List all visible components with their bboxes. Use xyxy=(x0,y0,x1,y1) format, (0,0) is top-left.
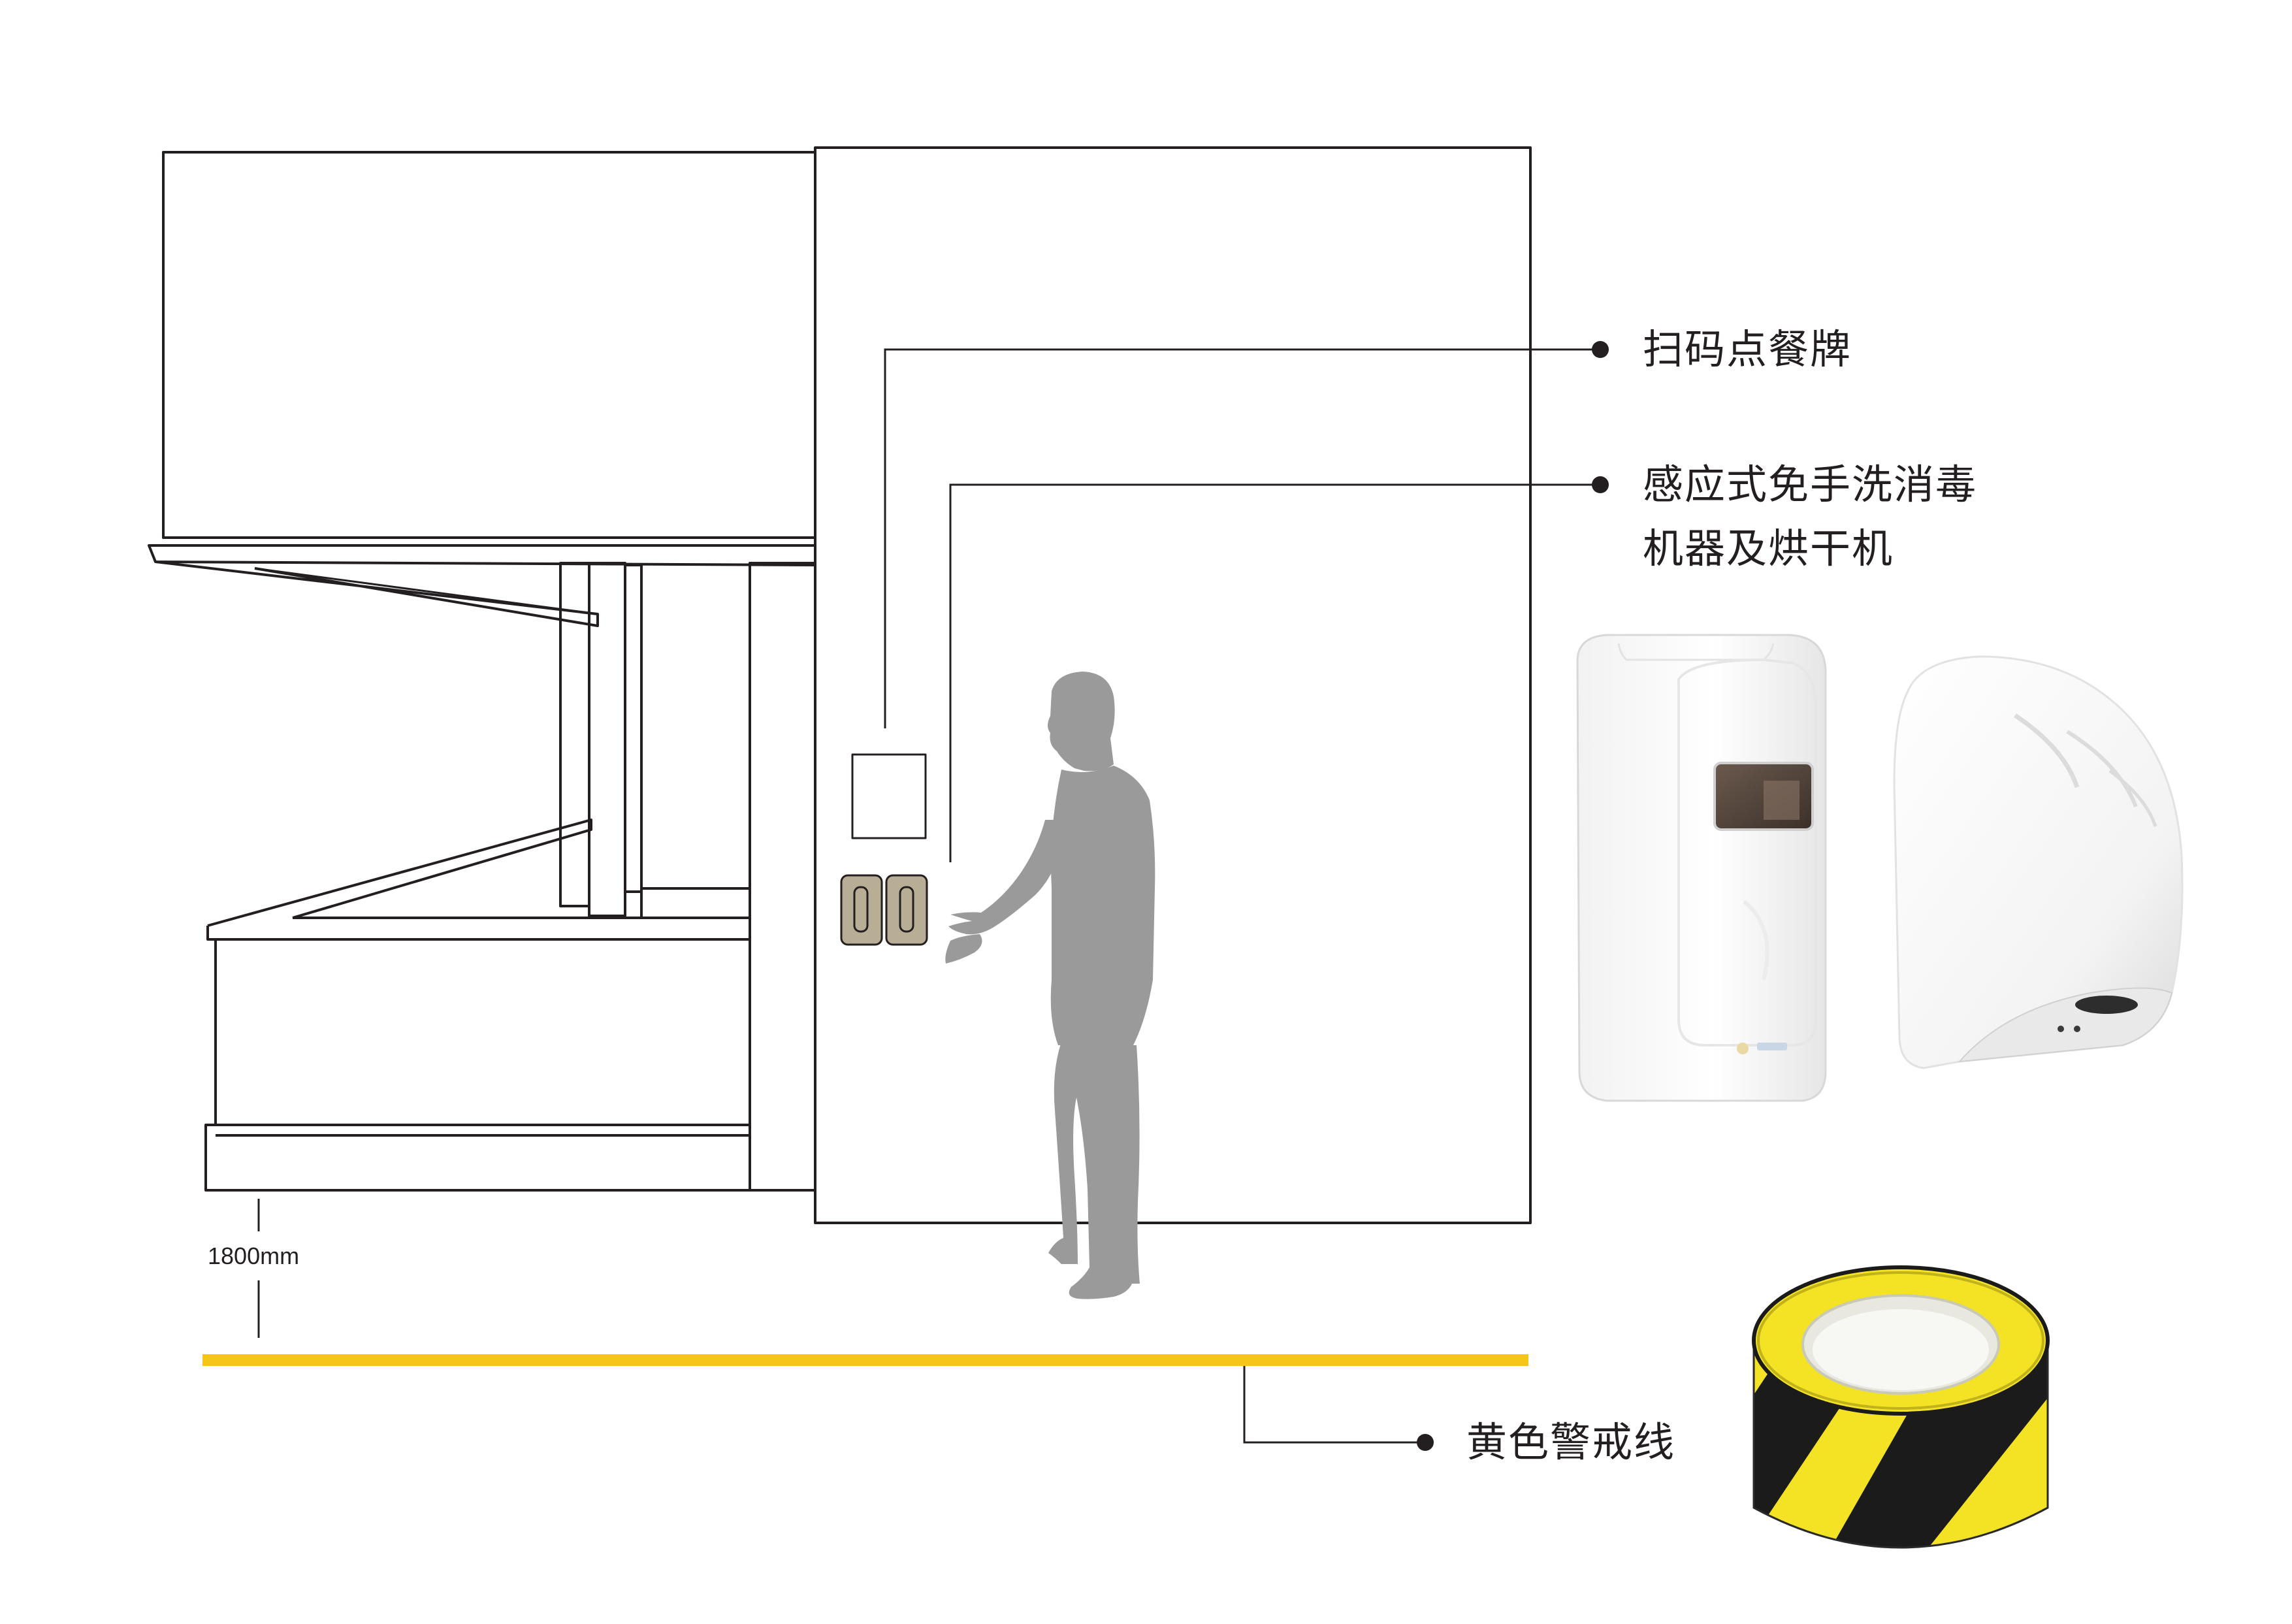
leader-sanitizer xyxy=(949,483,1595,862)
kiosk-post-left xyxy=(559,562,590,907)
kiosk-canopy-underside xyxy=(155,560,599,627)
leader-qr-menu xyxy=(884,348,1595,728)
kiosk-upper-box xyxy=(162,151,816,539)
qr-menu-plate xyxy=(851,753,927,839)
person-silhouette-icon xyxy=(945,672,1155,1299)
leader-warning-line xyxy=(1243,1362,1423,1444)
dispenser-unit-right xyxy=(885,874,928,946)
bullet-icon xyxy=(1592,476,1609,493)
sanitizer-dispenser-icon xyxy=(1576,634,1827,1102)
label-sanitizer-line1: 感应式免手洗消毒 xyxy=(1643,461,1978,508)
kiosk-counter-body xyxy=(214,938,751,1126)
kiosk-post-right xyxy=(749,562,816,1192)
warning-floor-line xyxy=(202,1354,1528,1366)
callout-leaders xyxy=(884,348,1595,1444)
kiosk-counter-plinth xyxy=(204,1124,751,1192)
kiosk-post-mid xyxy=(588,562,626,917)
kiosk-drawing xyxy=(148,146,1532,1224)
hand-dryer-icon xyxy=(1893,655,2184,1069)
warning-tape-roll-icon xyxy=(1752,1265,2050,1549)
bullet-icon xyxy=(1417,1434,1434,1451)
dispenser-unit-left xyxy=(840,874,883,946)
label-sanitizer-line2: 机器及烘干机 xyxy=(1643,525,1894,572)
kiosk-wall-panel xyxy=(814,146,1532,1224)
label-warning-line: 黄色警戒线 xyxy=(1466,1418,1676,1466)
dispenser-units xyxy=(840,874,928,946)
label-qr-menu: 扫码点餐牌 xyxy=(1643,325,1852,373)
bullet-icon xyxy=(1592,341,1609,358)
kiosk-post-inner xyxy=(624,564,643,893)
callout-bullets xyxy=(1417,341,1609,1451)
kiosk-counter-top xyxy=(207,819,592,927)
dimension-height-label: 1800mm xyxy=(208,1242,300,1269)
kiosk-canopy-slab xyxy=(148,544,816,566)
